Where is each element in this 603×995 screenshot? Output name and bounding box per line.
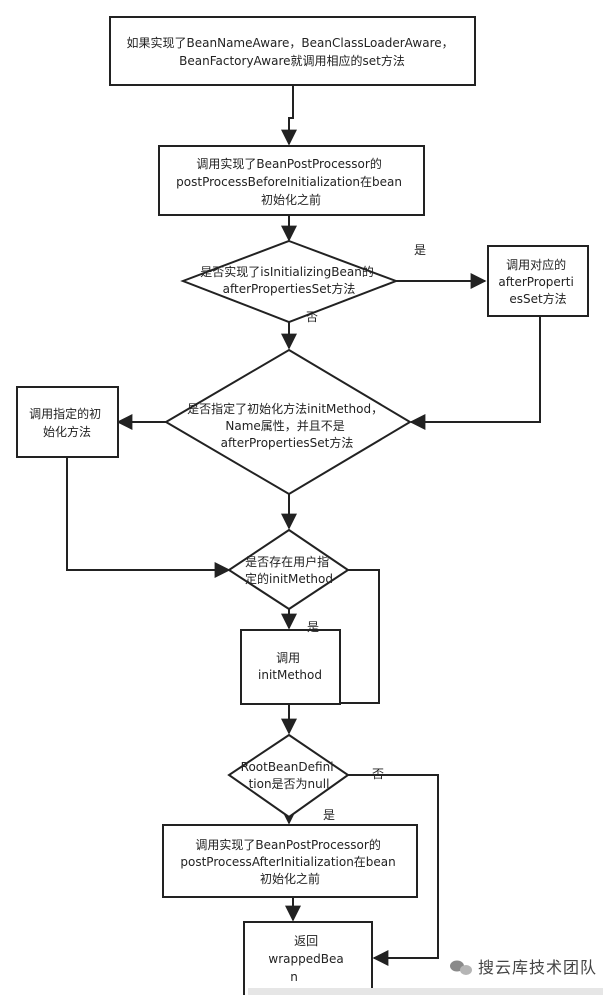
call-init-method-box	[240, 629, 341, 705]
root-bean-definition-diamond	[227, 733, 350, 819]
init-method-specified-label-line-2: Name属性，并且不是	[225, 419, 344, 433]
user-init-method-diamond	[227, 528, 350, 611]
svg-text:调用 initMethod: 调用 initMethod	[258, 651, 322, 682]
svg-text:调用实现了BeanPostProcessor的 po: 调用实现了BeanPostProcessor的 postProcessAfter…	[180, 837, 399, 886]
after-init-label-line-3: 初始化之前	[260, 871, 320, 886]
edge-label-yes-3: 是	[323, 808, 335, 822]
edge-root-bean-definition-no	[348, 774, 439, 966]
svg-text:是否指定了初始化方法initMethod， Name: 是否指定了初始化方法initMethod， Name属性，并且不是 afterP…	[187, 401, 387, 450]
edge-specified-init-to-user-init-check	[66, 457, 231, 578]
aware-box	[109, 16, 476, 86]
call-after-properties-set-label-line-1: 调用对应的	[506, 257, 566, 272]
edge-after-properties-set-to-init-check	[409, 316, 541, 430]
root-bean-definition-label-line-1: RootBeanDefini	[241, 760, 334, 774]
return-wrapped-bean-label-line-1: 返回	[294, 934, 318, 948]
svg-text:返回 wrappedBea n: 返回 wrappedBea n	[268, 934, 347, 984]
svg-text:RootBeanDefini tion是否为null: RootBeanDefini tion是否为null	[241, 760, 338, 791]
is-initializing-bean-diamond	[180, 239, 399, 324]
call-specified-init-label-line-2: 始化方法	[43, 424, 91, 439]
before-init-label-line-1: 调用实现了BeanPostProcessor的	[196, 156, 381, 171]
svg-text:是否实现了isInitializingBean的 a: 是否实现了isInitializingBean的 afterProperties…	[200, 264, 377, 296]
edge-label-no-1: 否	[306, 310, 318, 324]
before-init-box	[158, 145, 425, 216]
edge-label-no-2: 否	[372, 767, 384, 781]
after-init-box	[162, 824, 418, 898]
before-init-label-line-2: postProcessBeforeInitialization在bean	[176, 175, 402, 189]
is-initializing-label-line-1: 是否实现了isInitializingBean的	[200, 264, 374, 279]
svg-text:调用指定的初 始化方法: 调用指定的初 始化方法	[29, 406, 105, 439]
call-after-properties-set-label-line-2: afterProperti	[498, 275, 573, 289]
edge-aware-to-before-init	[281, 85, 297, 146]
svg-text:是否存在用户指 定的initMethod: 是否存在用户指 定的initMethod	[245, 554, 333, 586]
wechat-icon	[450, 960, 472, 975]
user-init-method-label-line-1: 是否存在用户指	[245, 554, 329, 569]
call-specified-init-box	[16, 386, 119, 458]
horizontal-scrollbar[interactable]	[248, 988, 603, 995]
root-bean-definition-label-line-2: tion是否为null	[249, 777, 330, 791]
return-wrapped-bean-label-line-2: wrappedBea	[268, 952, 343, 966]
after-init-label-line-2: postProcessAfterInitialization在bean	[180, 855, 395, 869]
return-wrapped-bean-box	[243, 921, 373, 995]
call-specified-init-label-line-1: 调用指定的初	[29, 406, 101, 421]
user-init-method-label-line-2: 定的initMethod	[245, 571, 333, 586]
call-after-properties-set-box	[487, 245, 589, 317]
call-init-method-label-line-1: 调用	[276, 651, 300, 665]
svg-text:如果实现了BeanNameAware，BeanClassLo: 如果实现了BeanNameAware，BeanClassLoaderAware，…	[127, 35, 458, 68]
watermark-text: 搜云库技术团队	[478, 958, 597, 977]
svg-text:调用实现了BeanPostProcessor的 po: 调用实现了BeanPostProcessor的 postProcessBefor…	[176, 156, 406, 207]
return-wrapped-bean-label-line-3: n	[290, 970, 298, 984]
edge-label-yes-1: 是	[414, 243, 426, 257]
init-method-specified-label-line-1: 是否指定了初始化方法initMethod，	[187, 401, 383, 416]
call-init-method-label-line-2: initMethod	[258, 668, 322, 682]
edge-label-yes-2: 是	[307, 620, 319, 634]
after-init-label-line-1: 调用实现了BeanPostProcessor的	[195, 837, 380, 852]
is-initializing-label-line-2: afterPropertiesSet方法	[223, 281, 356, 296]
before-init-label-line-3: 初始化之前	[261, 192, 321, 207]
svg-text:调用对应的 afterProperti es: 调用对应的 afterProperti esSet方法	[498, 257, 577, 306]
init-method-specified-diamond	[164, 348, 412, 496]
init-method-specified-label-line-3: afterPropertiesSet方法	[221, 435, 354, 450]
aware-label-line-2: BeanFactoryAware就调用相应的set方法	[179, 53, 405, 68]
call-after-properties-set-label-line-3: esSet方法	[509, 291, 566, 306]
aware-label-line-1: 如果实现了BeanNameAware，BeanClassLoaderAware，	[127, 35, 454, 50]
